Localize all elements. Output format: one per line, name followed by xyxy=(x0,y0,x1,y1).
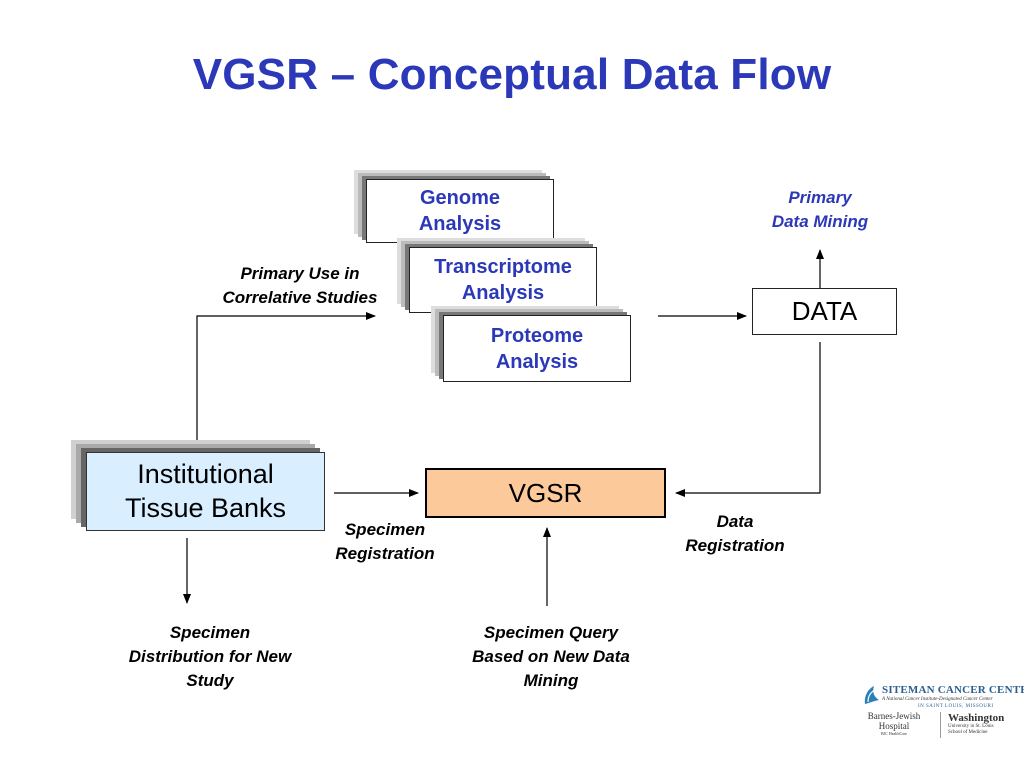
logo-school: School of Medicine xyxy=(948,729,988,735)
logo-university: Washington University in St. Louis Schoo… xyxy=(948,712,1010,735)
logo-hospital-name: Barnes-Jewish Hospital xyxy=(867,711,921,731)
arrow-data-to-vgsr xyxy=(675,342,821,497)
primary-data-mining-label: Primary Data Mining xyxy=(771,188,869,232)
slide-title: VGSR – Conceptual Data Flow xyxy=(192,50,832,99)
logo-university-sub: University in St. Louis xyxy=(948,724,994,730)
specimen-distribution-label: Specimen Distribution for New Study xyxy=(128,623,292,691)
logo-university-name: Washington xyxy=(948,712,1005,724)
logo-hospital-tag: BJC HealthCare xyxy=(880,730,908,736)
vgsr-box: VGSR xyxy=(425,468,666,518)
logo-hospital: Barnes-Jewish Hospital BJC HealthCare xyxy=(864,711,924,736)
specimen-registration-label: Specimen Registration xyxy=(335,520,435,564)
logo-name: SITEMAN CANCER CENTER xyxy=(882,684,1024,696)
transcriptome-analysis-box: Transcriptome Analysis xyxy=(409,247,597,313)
specimen-query-label: Specimen Query Based on New Data Mining xyxy=(472,623,630,691)
data-box: DATA xyxy=(752,288,897,335)
siteman-emblem-icon xyxy=(864,686,879,704)
siteman-logo: SITEMAN CANCER CENTER A National Cancer … xyxy=(858,682,1024,742)
proteome-analysis-box: Proteome Analysis xyxy=(443,315,631,382)
institutional-tissue-banks-box: Institutional Tissue Banks xyxy=(86,452,325,531)
primary-use-label: Primary Use in Correlative Studies xyxy=(222,264,378,308)
arrow-tissue-to-analysis xyxy=(196,312,376,443)
logo-location: IN SAINT LOUIS, MISSOURI xyxy=(918,704,994,709)
logo-subtitle: A National Cancer Institute-Designated C… xyxy=(882,697,993,702)
data-registration-label: Data Registration xyxy=(685,512,785,556)
genome-analysis-box: Genome Analysis xyxy=(366,179,554,243)
logo-divider xyxy=(940,712,941,738)
